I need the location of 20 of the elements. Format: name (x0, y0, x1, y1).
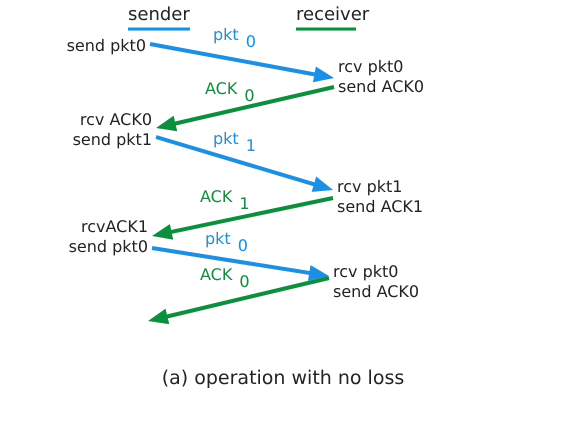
arrow (155, 135, 334, 192)
arrow (152, 246, 329, 281)
event-text: send pkt1 (72, 130, 152, 150)
column-header: sender (128, 4, 190, 26)
column-header: receiver (296, 4, 370, 26)
event-text: rcv pkt1 (337, 177, 402, 197)
event-text: rcv pkt0 (338, 57, 404, 77)
event-text: send ACK0 (338, 77, 424, 97)
event-text: rcv ACK0 (80, 110, 152, 130)
arrow (150, 42, 334, 82)
event-text: rcv pkt0 (333, 262, 398, 282)
event-text: send pkt0 (68, 237, 148, 257)
event-text: send pkt0 (66, 36, 146, 56)
caption: (a) operation with no loss (162, 367, 404, 389)
event-text: send ACK1 (337, 197, 424, 217)
event-text: send ACK0 (333, 282, 420, 302)
arrow (152, 196, 334, 240)
arrow (148, 276, 330, 324)
event-text: rcvACK1 (81, 217, 148, 237)
arrow (156, 85, 334, 132)
